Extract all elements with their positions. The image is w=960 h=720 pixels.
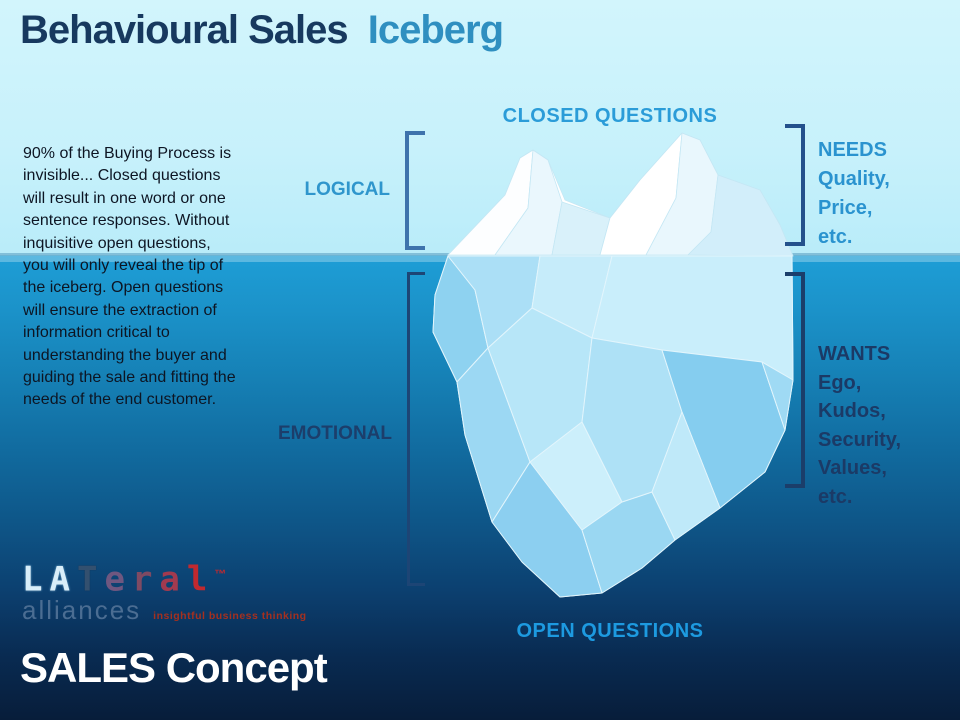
lateral-alliances-logo: LATeral™ alliances insightful business t… <box>22 556 307 626</box>
title-secondary: Iceberg <box>367 8 504 52</box>
iceberg-below-water <box>432 255 794 598</box>
label-wants: WANTS Ego, Kudos, Security, Values, etc. <box>818 343 901 508</box>
logo-letter: A <box>49 559 77 600</box>
logo-letter: a <box>159 559 187 600</box>
bracket-needs <box>785 124 805 246</box>
iceberg-above-water <box>447 132 794 257</box>
description-text: 90% of the Buying Process is invisible..… <box>23 145 236 409</box>
logo-letter: L <box>22 559 50 600</box>
bracket-emotional <box>407 272 425 586</box>
logo-wordmark: LATeral™ <box>22 556 307 597</box>
page-title: Behavioural Sales Iceberg <box>20 8 504 53</box>
title-primary: Behavioural Sales <box>20 8 349 52</box>
footer-title: SALES Concept <box>20 644 328 691</box>
iceberg-illustration <box>432 132 794 598</box>
logo-letter: e <box>104 559 132 600</box>
logo-letter: l <box>186 559 215 600</box>
label-emotional: EMOTIONAL <box>278 423 392 444</box>
label-closed-questions: CLOSED QUESTIONS <box>502 105 718 127</box>
logo-subtitle: alliances <box>22 595 142 626</box>
logo-subline: alliances insightful business thinking <box>22 595 307 626</box>
bracket-logical <box>405 131 425 250</box>
logo-tagline: insightful business thinking <box>153 610 307 623</box>
logo-letter: r <box>131 559 160 600</box>
trademark-symbol: ™ <box>214 567 227 581</box>
label-open-questions: OPEN QUESTIONS <box>516 620 704 642</box>
label-logical: LOGICAL <box>304 179 391 200</box>
logo-letter: T <box>76 559 105 600</box>
bracket-wants <box>785 272 805 488</box>
label-needs: NEEDS Quality, Price, etc. <box>818 139 890 248</box>
